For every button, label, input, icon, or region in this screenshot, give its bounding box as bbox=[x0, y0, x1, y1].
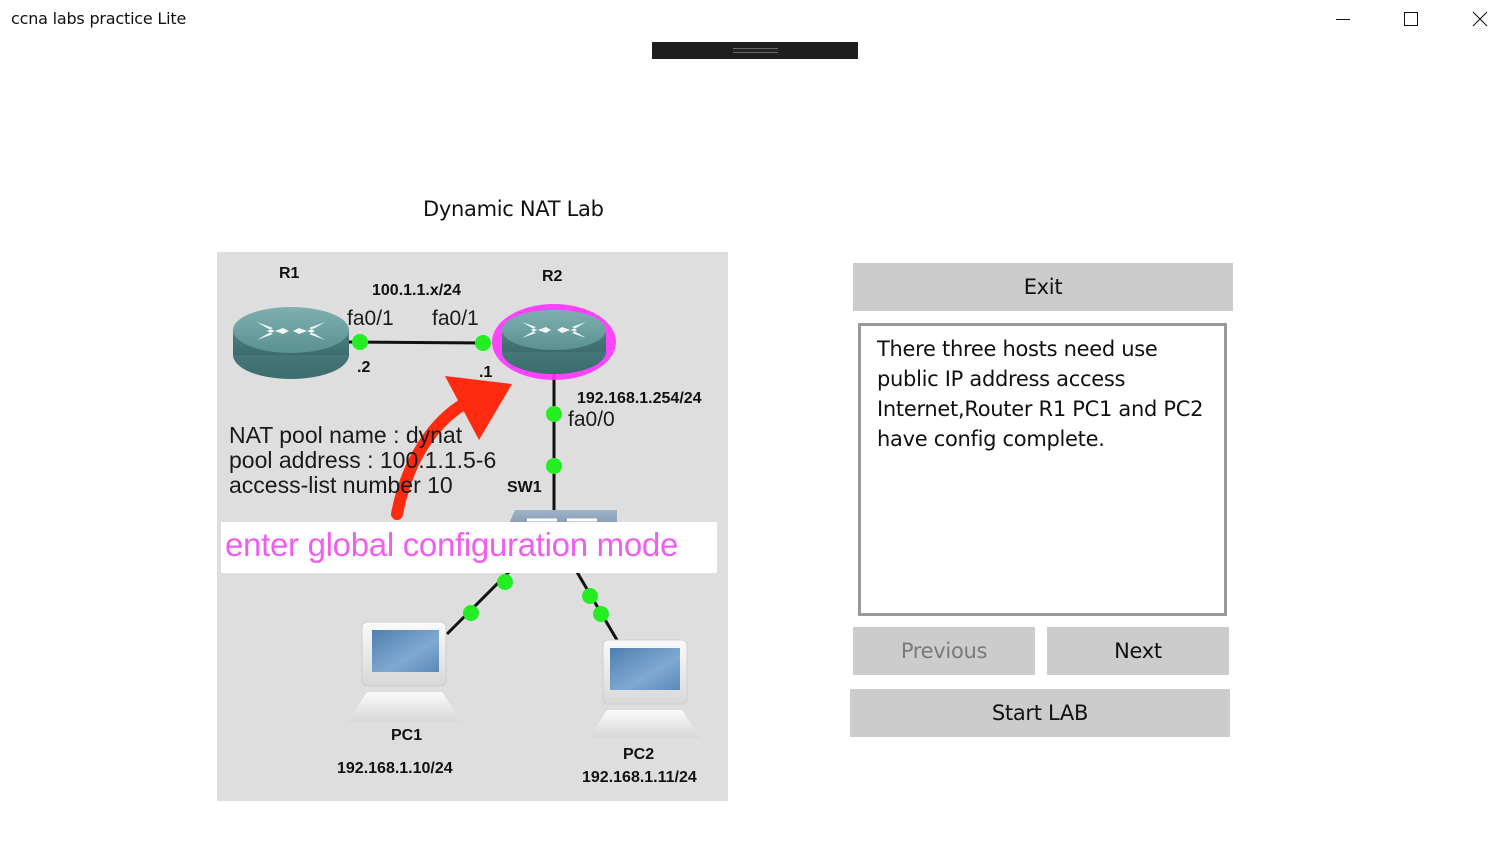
hint-text: enter global configuration mode bbox=[225, 526, 679, 563]
previous-button[interactable]: Previous bbox=[853, 627, 1035, 675]
nat-pool-address: pool address : 100.1.1.5-6 bbox=[229, 447, 497, 473]
link-dot bbox=[546, 406, 562, 422]
close-button[interactable] bbox=[1446, 0, 1504, 38]
r1-host-label: .2 bbox=[357, 359, 371, 376]
router-r1-icon bbox=[233, 307, 349, 379]
start-lab-button[interactable]: Start LAB bbox=[850, 689, 1230, 737]
pc2-label: PC2 bbox=[623, 746, 655, 763]
link-dot bbox=[352, 334, 368, 350]
link-sw1-pc2 bbox=[572, 566, 619, 641]
pc1-ip-label: 192.168.1.10/24 bbox=[337, 760, 453, 777]
wan-subnet-label: 100.1.1.x/24 bbox=[372, 282, 461, 299]
pc2-icon bbox=[589, 639, 700, 738]
link-dot bbox=[582, 588, 598, 604]
exit-button[interactable]: Exit bbox=[853, 263, 1233, 311]
close-icon bbox=[1472, 11, 1488, 27]
lab-title: Dynamic NAT Lab bbox=[423, 197, 604, 221]
minimize-button[interactable] bbox=[1309, 0, 1377, 38]
drag-handle[interactable] bbox=[652, 42, 858, 59]
link-r1-r2 bbox=[346, 340, 486, 345]
r2-wan-port-label: fa0/1 bbox=[432, 307, 479, 330]
pc2-ip-label: 192.168.1.11/24 bbox=[582, 769, 697, 786]
minimize-icon bbox=[1336, 19, 1350, 20]
r2-label: R2 bbox=[542, 268, 563, 285]
r2-host-label: .1 bbox=[479, 364, 493, 381]
r2-lan-ip-label: 192.168.1.254/24 bbox=[577, 390, 702, 407]
link-dot bbox=[593, 606, 609, 622]
drag-grip-icon bbox=[733, 48, 778, 53]
pc1-icon bbox=[347, 621, 462, 722]
red-arrow-annotation bbox=[391, 376, 512, 520]
pc1-label: PC1 bbox=[391, 727, 423, 744]
maximize-icon bbox=[1404, 12, 1418, 26]
link-dot bbox=[463, 605, 479, 621]
lab-description[interactable]: There three hosts need use public IP add… bbox=[858, 323, 1227, 616]
maximize-button[interactable] bbox=[1377, 0, 1445, 38]
link-dot bbox=[546, 458, 562, 474]
router-r2-icon bbox=[492, 304, 616, 380]
link-dot bbox=[475, 335, 491, 351]
network-diagram: R1 R2 100.1.1.x/24 fa0/1 fa0/1 .2 .1 192… bbox=[217, 252, 728, 801]
link-dot bbox=[497, 574, 513, 590]
app-title: ccna labs practice Lite bbox=[11, 9, 187, 28]
r2-lan-port-label: fa0/0 bbox=[568, 408, 615, 431]
r1-port-label: fa0/1 bbox=[347, 307, 394, 330]
next-button[interactable]: Next bbox=[1047, 627, 1229, 675]
sw1-label: SW1 bbox=[507, 479, 542, 496]
title-bar[interactable]: ccna labs practice Lite bbox=[0, 0, 1504, 38]
hint-banner: enter global configuration mode bbox=[221, 522, 717, 573]
r1-label: R1 bbox=[279, 265, 300, 282]
nat-pool-name: NAT pool name : dynat bbox=[229, 422, 463, 448]
nat-access-list: access-list number 10 bbox=[229, 472, 453, 498]
